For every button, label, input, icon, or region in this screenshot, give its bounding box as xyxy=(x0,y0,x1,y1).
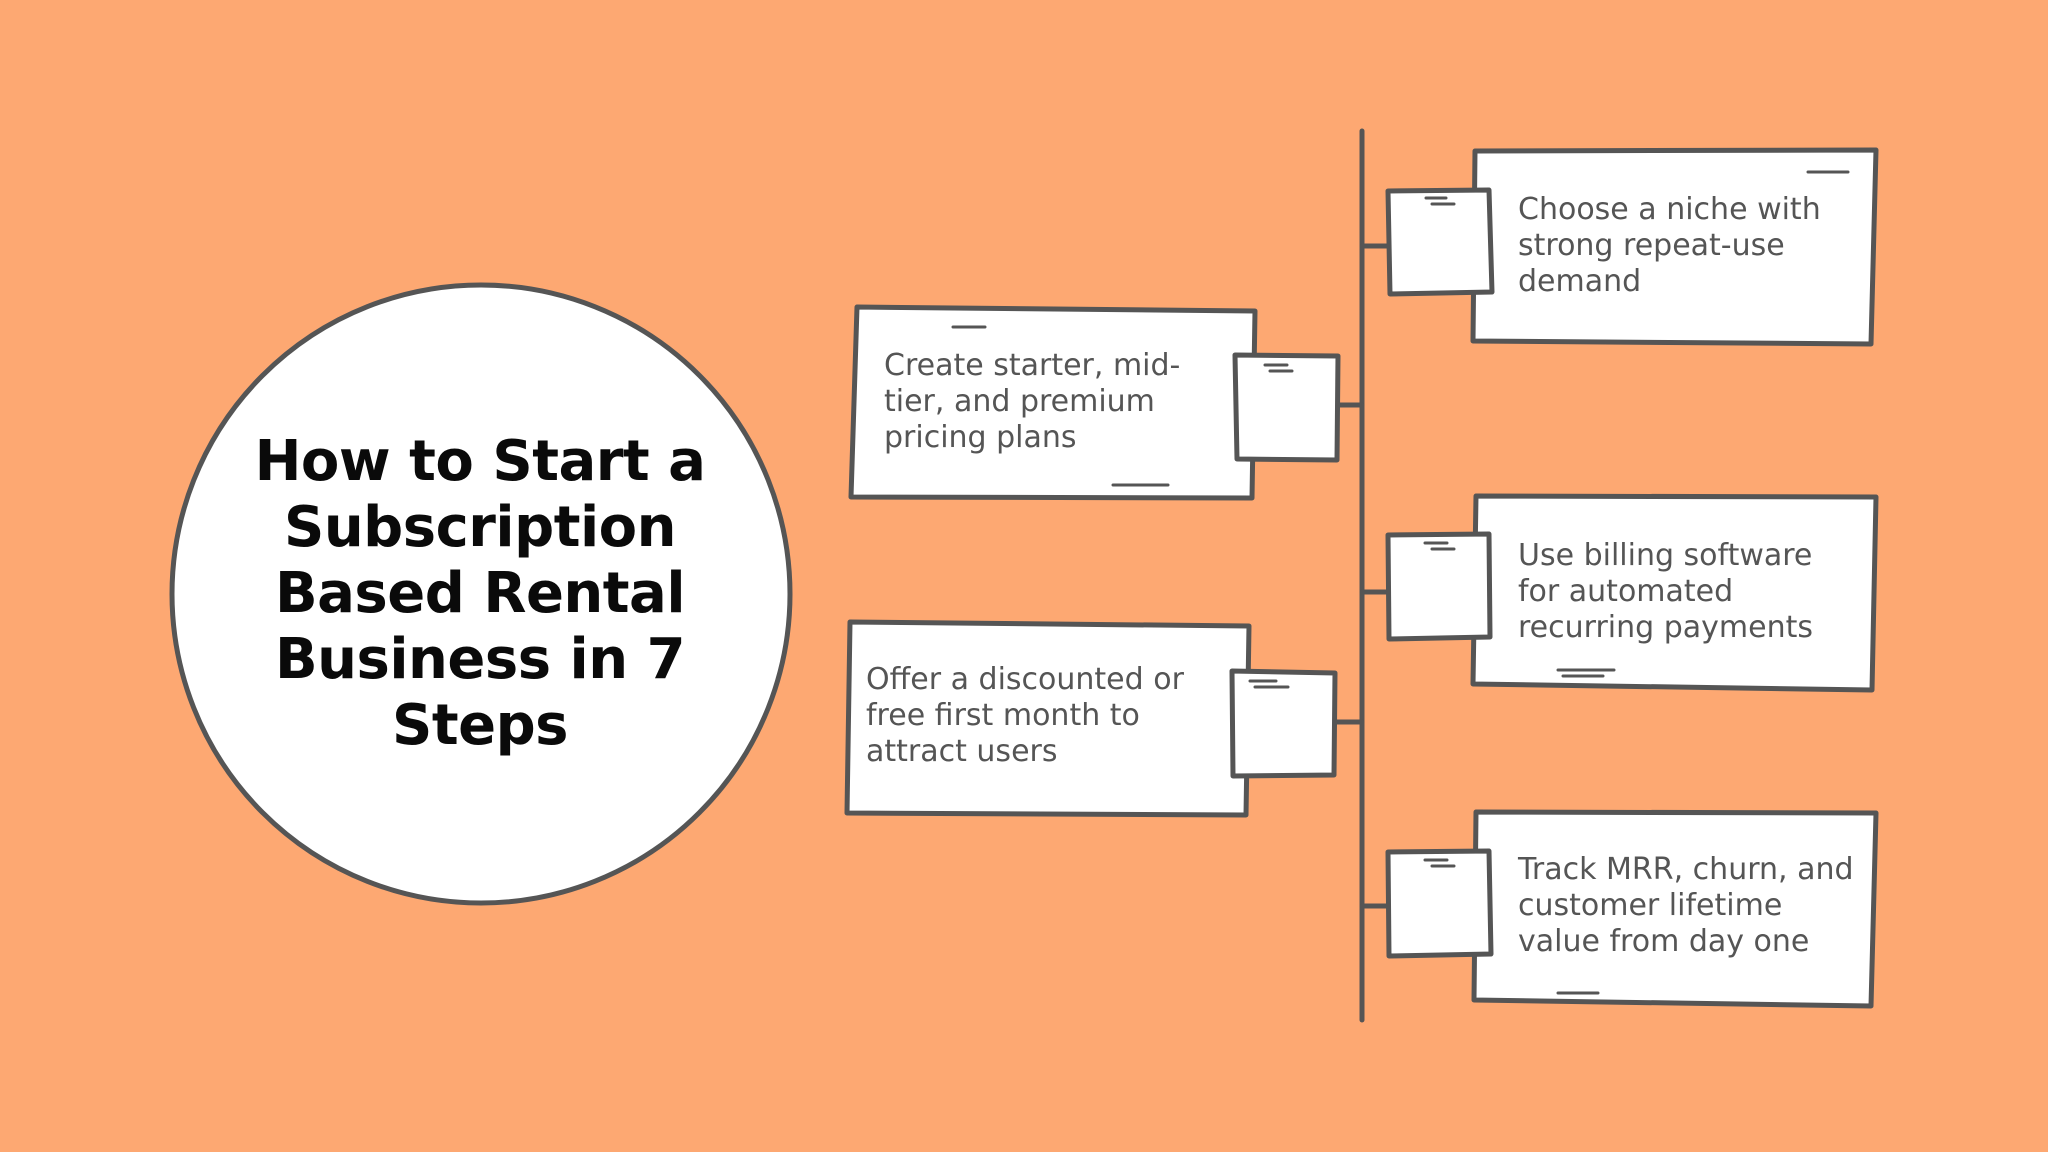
diagram-title: How to Start a Subscription Based Rental… xyxy=(254,429,706,758)
step-card-2-shape xyxy=(848,304,1258,501)
step-text-1: Choose a niche with strong repeat-use de… xyxy=(1518,192,1821,299)
title-circle-shape xyxy=(169,282,793,906)
step-tab-4 xyxy=(1229,668,1338,779)
step-tab-5 xyxy=(1385,848,1494,959)
step-tab-1 xyxy=(1385,187,1495,297)
title-circle: How to Start a Subscription Based Rental… xyxy=(170,284,790,904)
step-text-5: Track MRR, churn, and customer lifetime … xyxy=(1518,852,1854,959)
step-text-4: Offer a discounted or free first month t… xyxy=(866,662,1184,769)
step-text-2: Create starter, mid-tier, and premium pr… xyxy=(884,348,1181,455)
step-tab-3 xyxy=(1385,531,1493,642)
step-text-3: Use billing software for automated recur… xyxy=(1518,538,1813,645)
step-tab-2 xyxy=(1232,352,1341,463)
sketch-marks xyxy=(951,170,1850,995)
step-card-4-shape xyxy=(844,619,1252,818)
